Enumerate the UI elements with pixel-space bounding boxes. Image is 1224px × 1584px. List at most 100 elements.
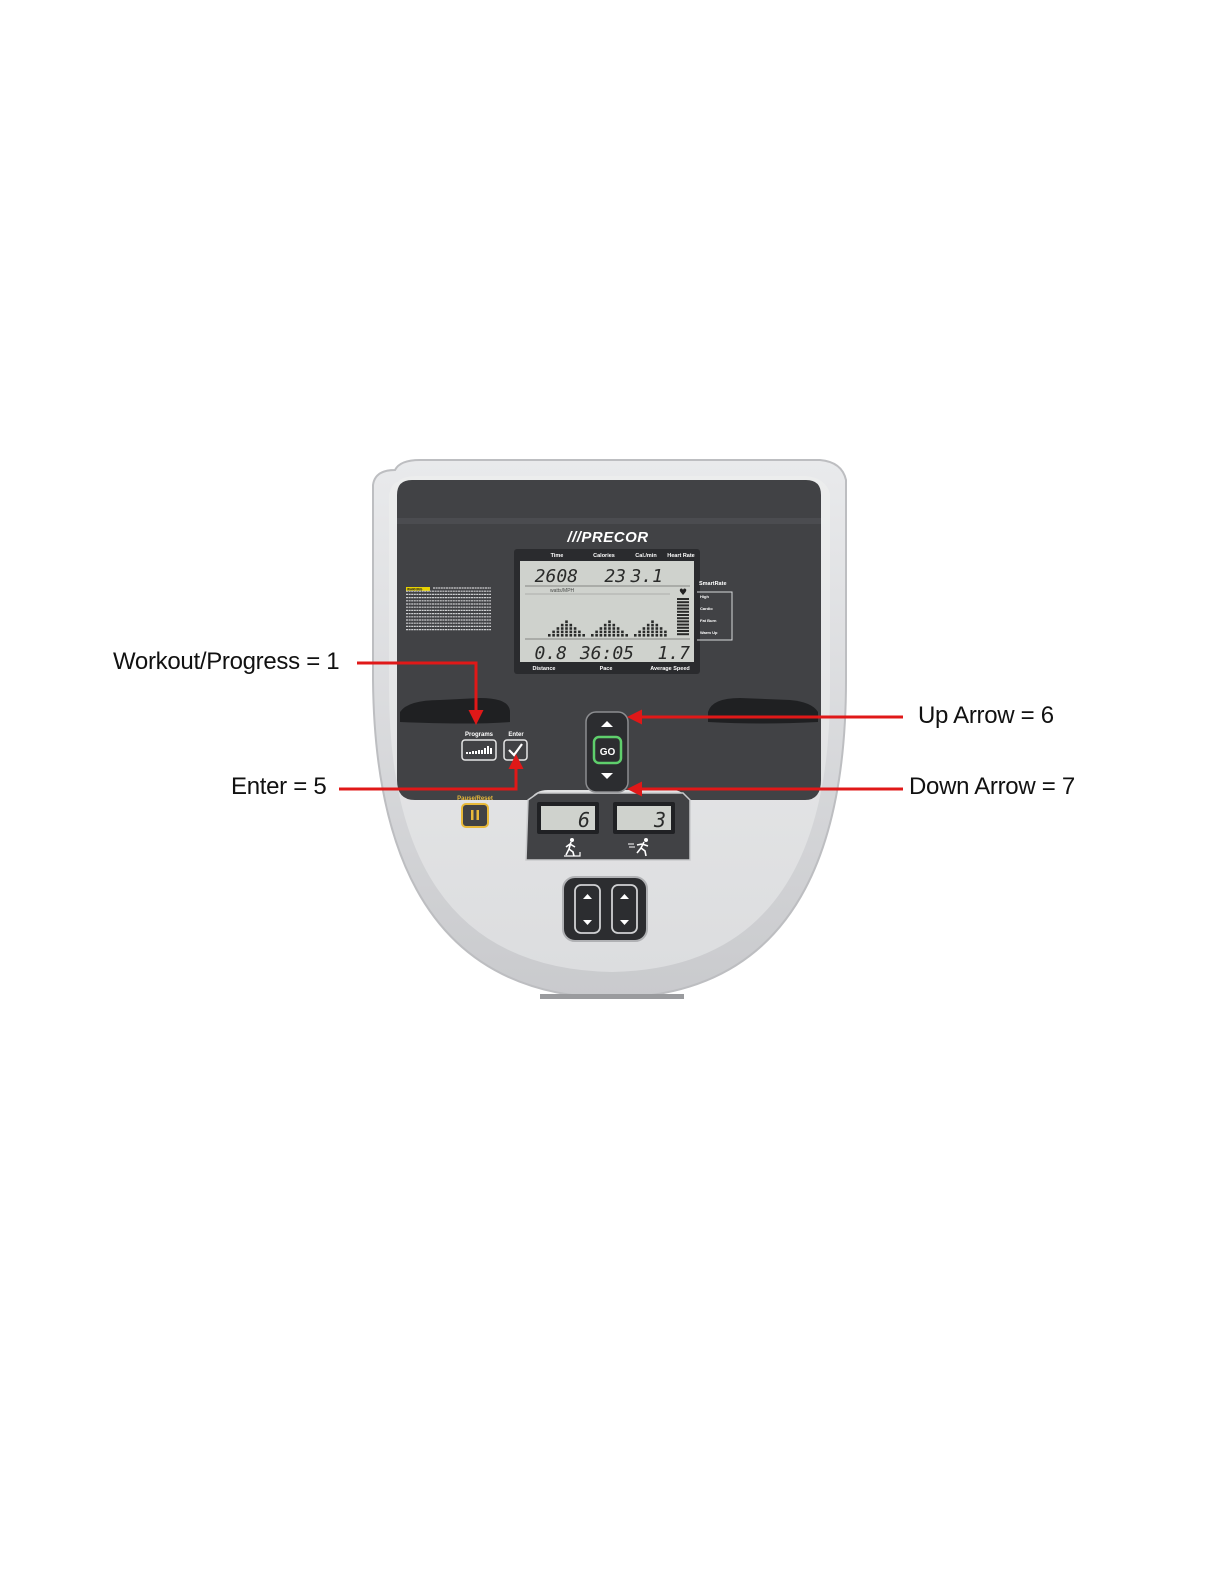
down-arrow-label: Down Arrow = 7: [909, 773, 1075, 801]
profile-bar-dot: [664, 631, 667, 634]
profile-bar-dot: [565, 624, 568, 627]
profile-bar-dot: [574, 627, 577, 630]
profile-bar-dot: [570, 624, 573, 627]
profile-bar-dot: [574, 634, 577, 637]
bottom-toggle-pod: [563, 877, 647, 941]
go-button[interactable]: GO: [594, 737, 621, 763]
programs-icon-bar: [472, 751, 474, 754]
profile-bar-dot: [561, 627, 564, 630]
up-arrow-label: Up Arrow = 6: [918, 702, 1054, 730]
profile-bar-dot: [617, 627, 620, 630]
profile-bar-dot: [613, 631, 616, 634]
profile-bar-dot: [548, 634, 551, 637]
lcd-top-label: Cal./min: [635, 553, 657, 559]
hr-segment: [677, 598, 689, 600]
profile-bar-dot: [557, 627, 560, 630]
profile-bar-dot: [591, 634, 594, 637]
smartrate-zone: Fat Burn: [700, 618, 717, 623]
lcd-bottom-value: 1.7: [657, 643, 690, 664]
hr-segment: [677, 620, 689, 622]
programs-icon-bar: [490, 748, 492, 754]
profile-bar-dot: [608, 624, 611, 627]
profile-bar-dot: [647, 627, 650, 630]
profile-bar-dot: [595, 631, 598, 634]
programs-button[interactable]: Programs: [462, 732, 496, 760]
profile-bar-dot: [656, 634, 659, 637]
profile-bar-dot: [604, 631, 607, 634]
profile-bar-dot: [638, 631, 641, 634]
svg-text:Pause/Reset: Pause/Reset: [457, 796, 493, 802]
enter-button[interactable]: Enter: [504, 732, 527, 760]
svg-text:Enter: Enter: [508, 732, 524, 738]
hr-segment: [677, 601, 689, 603]
profile-bar-dot: [643, 634, 646, 637]
lcd-top-label: Time: [551, 553, 564, 559]
programs-icon-bar: [466, 752, 468, 754]
profile-bar-dot: [600, 631, 603, 634]
incline-toggle[interactable]: [575, 885, 600, 933]
programs-icon-bar: [487, 746, 489, 754]
profile-bar-dot: [578, 634, 581, 637]
pause-reset-button[interactable]: Pause/Reset: [457, 796, 493, 827]
lcd-bottom-values: 0.836:051.7: [534, 643, 690, 664]
profile-bar-dot: [557, 631, 560, 634]
profile-bar-dot: [621, 631, 624, 634]
hr-segment: [677, 611, 689, 613]
lcd-top-label: Heart Rate: [667, 553, 695, 559]
profile-bar-dot: [617, 631, 620, 634]
profile-bar-dot: [638, 634, 641, 637]
profile-bar-dot: [604, 624, 607, 627]
profile-bar-dot: [600, 627, 603, 630]
profile-bar-dot: [613, 624, 616, 627]
profile-bar-dot: [656, 624, 659, 627]
profile-bar-dot: [643, 631, 646, 634]
enter-callout: Enter = 5: [231, 773, 326, 801]
svg-text:///PRECOR: ///PRECOR: [566, 529, 648, 546]
profile-bar-dot: [595, 634, 598, 637]
profile-bar-dot: [561, 624, 564, 627]
hr-segment: [677, 617, 689, 619]
svg-text:Programs: Programs: [465, 732, 494, 738]
svg-text:6: 6: [578, 808, 590, 832]
profile-bar-dot: [578, 631, 581, 634]
svg-text:GO: GO: [600, 747, 616, 758]
smartrate-zone: Cardio: [700, 606, 713, 611]
speed-toggle[interactable]: [612, 885, 637, 933]
profile-bar-dot: [647, 634, 650, 637]
profile-bar-dot: [625, 634, 628, 637]
hr-segment: [677, 630, 689, 632]
profile-bar-dot: [656, 631, 659, 634]
heart-icon: ♥: [679, 588, 687, 598]
profile-bar-dot: [647, 624, 650, 627]
lcd-top-value: 23: [604, 566, 626, 587]
lcd-top-label: Calories: [593, 553, 615, 559]
profile-bar-dot: [608, 634, 611, 637]
profile-bar-dot: [608, 627, 611, 630]
profile-bar-dot: [647, 631, 650, 634]
profile-bar-dot: [552, 634, 555, 637]
profile-bar-dot: [651, 634, 654, 637]
smartrate-zone: High: [700, 594, 709, 599]
lcd-bottom-label: Distance: [533, 666, 556, 672]
profile-bar-dot: [570, 631, 573, 634]
profile-bar-dot: [613, 627, 616, 630]
hr-segment: [677, 614, 689, 616]
profile-bar-dot: [574, 631, 577, 634]
hr-segment: [677, 627, 689, 629]
lcd-top-value: 2608: [535, 566, 578, 587]
profile-bar-dot: [651, 624, 654, 627]
hr-segment: [677, 633, 689, 635]
hr-segment: [677, 624, 689, 626]
profile-bar-dot: [565, 631, 568, 634]
profile-bar-dot: [617, 634, 620, 637]
center-control-pod: GO: [586, 712, 628, 792]
smartrate-zone: Warm Up: [700, 630, 718, 635]
hr-segment: [677, 608, 689, 610]
profile-bar-dot: [608, 631, 611, 634]
programs-icon-bar: [469, 752, 471, 754]
profile-bar-dot: [643, 627, 646, 630]
profile-bar-dot: [660, 627, 663, 630]
profile-bar-dot: [613, 634, 616, 637]
profile-bar-dot: [660, 631, 663, 634]
